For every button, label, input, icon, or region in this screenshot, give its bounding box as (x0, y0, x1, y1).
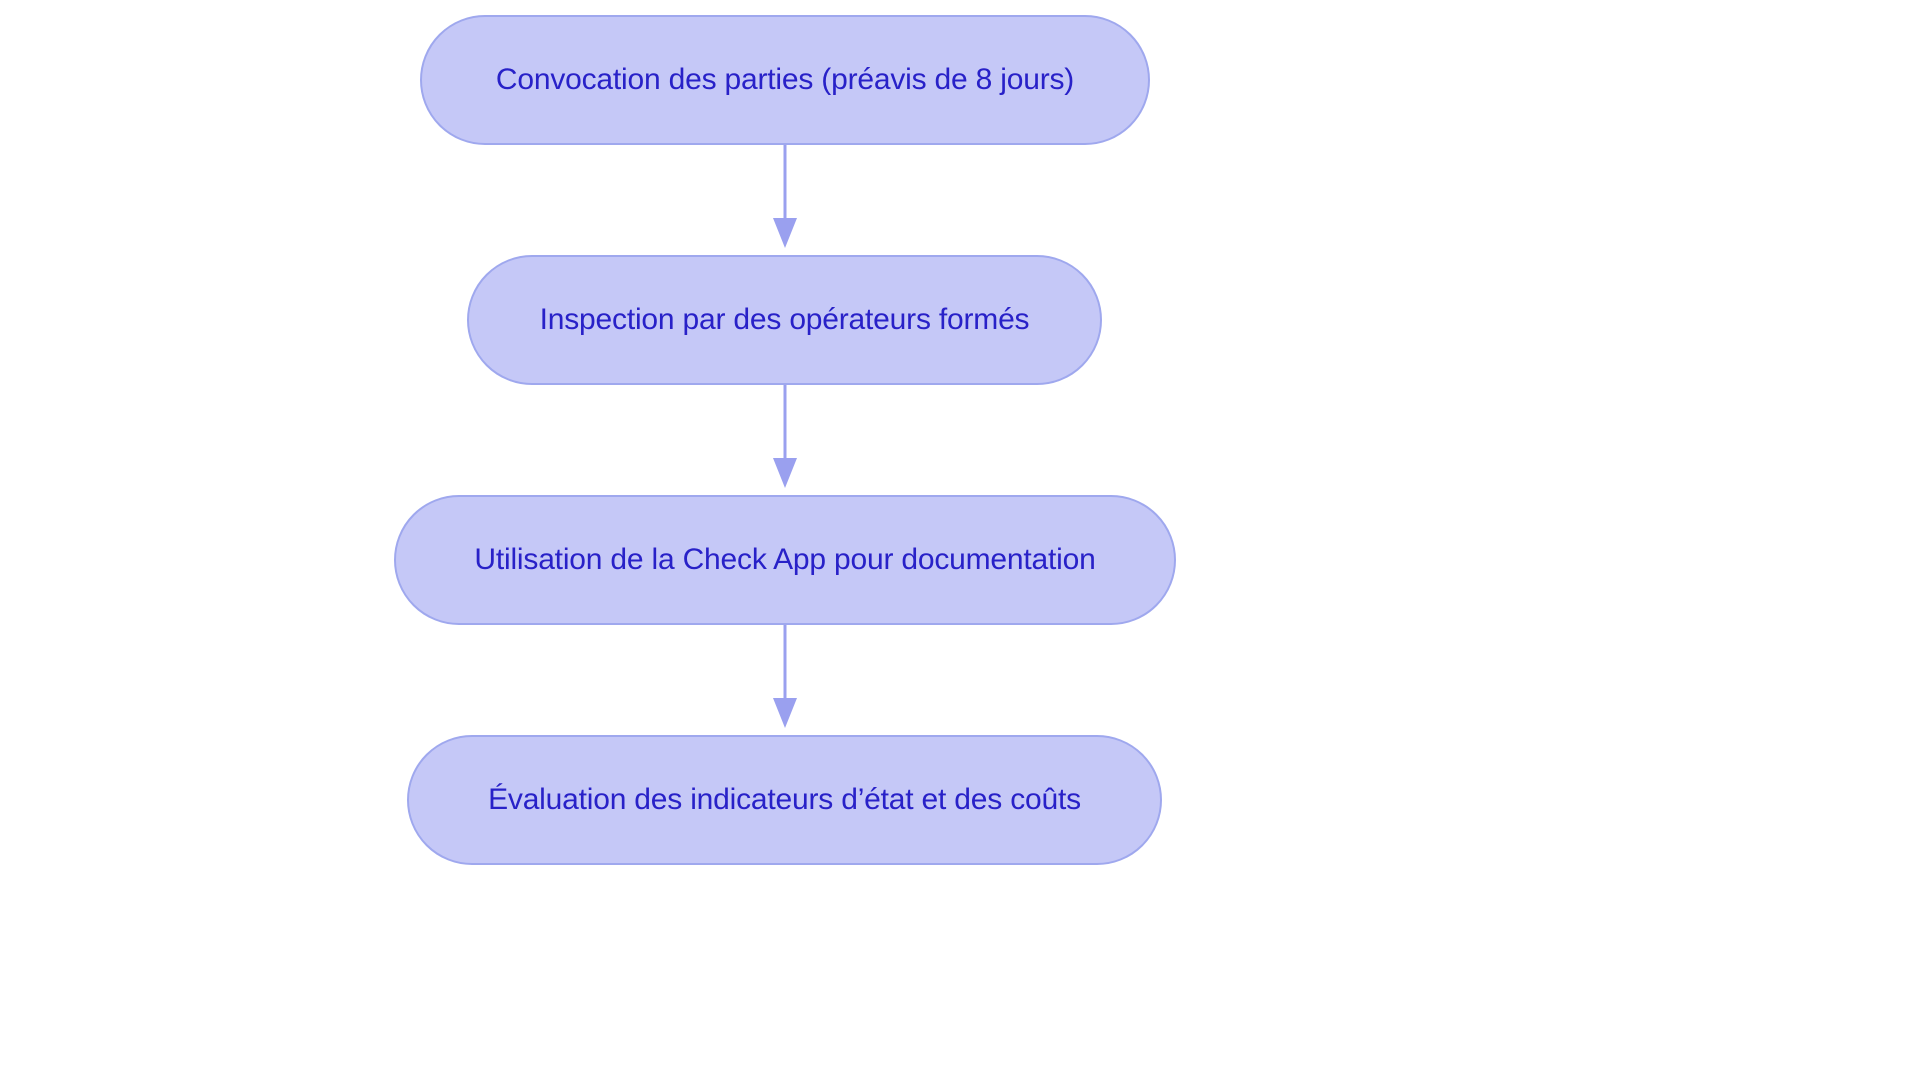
flowchart-node-evaluation[interactable]: Évaluation des indicateurs d’état et des… (407, 735, 1162, 865)
edge-n2-n3 (773, 385, 797, 488)
flowchart-node-inspection[interactable]: Inspection par des opérateurs formés (467, 255, 1102, 385)
node-label: Convocation des parties (préavis de 8 jo… (495, 63, 1075, 96)
node-label: Évaluation des indicateurs d’état et des… (488, 783, 1081, 816)
node-label: Utilisation de la Check App pour documen… (474, 543, 1096, 576)
edge-n3-n4 (773, 625, 797, 728)
edge-n1-n2 (773, 145, 797, 248)
flowchart-node-check-app[interactable]: Utilisation de la Check App pour documen… (394, 495, 1176, 625)
flowchart-node-convocation[interactable]: Convocation des parties (préavis de 8 jo… (420, 15, 1150, 145)
node-label: Inspection par des opérateurs formés (539, 303, 1030, 336)
